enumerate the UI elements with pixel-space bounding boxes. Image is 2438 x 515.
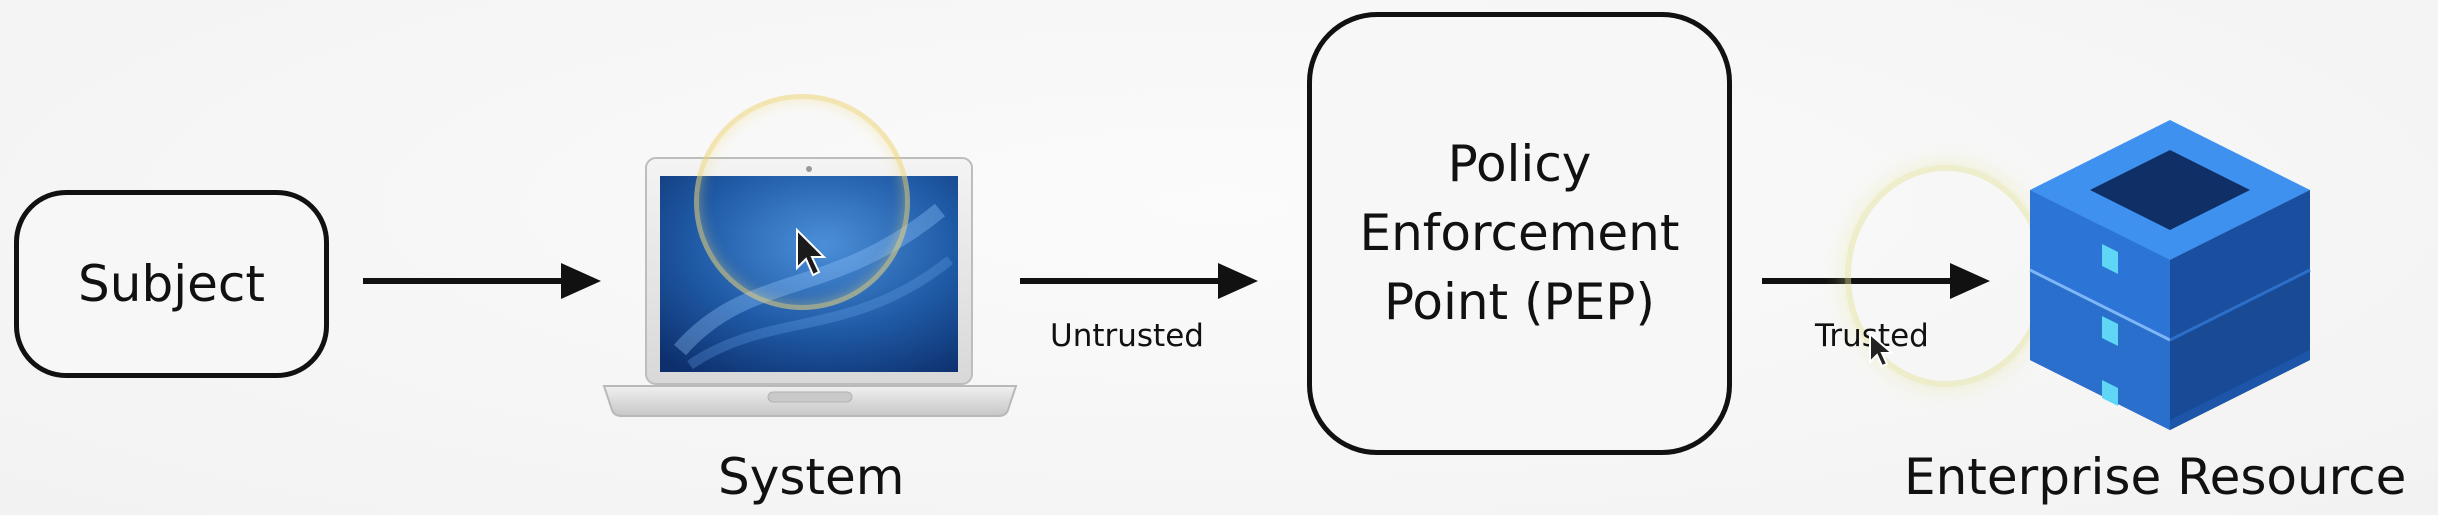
edge-label-untrusted: Untrusted (1050, 318, 1204, 354)
enterprise-resource-label: Enterprise Resource (1904, 448, 2407, 506)
arrow-subject-to-system (363, 263, 601, 299)
subject-node: Subject (14, 190, 329, 378)
pep-label: Policy Enforcement Point (PEP) (1359, 135, 1680, 331)
arrow-pep-to-resource (1762, 263, 1990, 299)
laptop-icon (602, 157, 1018, 417)
system-label: System (718, 448, 905, 506)
pep-node: Policy Enforcement Point (PEP) (1307, 12, 1732, 455)
arrow-system-to-pep (1020, 263, 1258, 299)
subject-label: Subject (78, 255, 265, 313)
server-icon (2029, 120, 2311, 430)
mouse-cursor-icon (1869, 332, 1894, 368)
